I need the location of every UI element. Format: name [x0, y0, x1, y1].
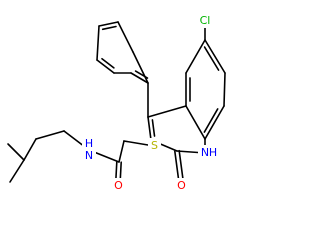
- atom-label-layer: Cl H N N H O O S: [82, 13, 218, 193]
- bond-layer: [7, 20, 226, 183]
- amide-nitrogen-label: N: [85, 149, 93, 162]
- bond-c2-o2-a: [174, 150, 180, 183]
- bond-pd-pe: [96, 25, 100, 61]
- bond-c4-c3: [147, 116, 152, 141]
- bond-c8-c4: [147, 105, 187, 118]
- amide-nitrogen-atom: H N: [82, 137, 96, 165]
- bond-c7-c8a: [204, 105, 225, 140]
- chlorine-atom: Cl: [196, 13, 214, 28]
- bond-c7-c8a-inner: [203, 108, 219, 133]
- bond-c1-c2b: [35, 130, 65, 140]
- amide-hydrogen-label: H: [85, 137, 93, 150]
- bond-co-oa-a: [115, 161, 118, 182]
- bond-c5-c6: [204, 39, 226, 74]
- bond-pe-pf: [98, 21, 119, 27]
- amide-oxygen-atom: O: [112, 178, 125, 193]
- bond-pc-pd-inner: [101, 57, 115, 69]
- bond-c3b-me1: [7, 143, 25, 161]
- bond-pc-pd: [96, 59, 115, 74]
- bond-c2b-c3b: [23, 138, 37, 161]
- amide-oxygen-label: O: [114, 179, 123, 192]
- bond-pg-pa: [132, 51, 149, 84]
- ring-oxygen-atom: O: [175, 178, 188, 193]
- ring-nitrogen-atom: N H: [198, 145, 218, 160]
- bond-ch2-co: [118, 140, 125, 163]
- bond-c6-c7: [223, 72, 226, 107]
- bond-pe-pf-inner: [101, 25, 117, 31]
- bond-c4a-c5: [185, 39, 206, 74]
- molecule-structure: Cl H N N H O O S: [7, 13, 226, 193]
- ring-hydrogen-label: H: [209, 146, 217, 159]
- bond-c3b-me2: [9, 159, 25, 183]
- bond-c4-c3-inner: [151, 119, 156, 137]
- bond-c5-c6-inner: [203, 46, 220, 71]
- sulfur-atom: S: [148, 138, 161, 153]
- bond-pa-pb: [130, 72, 149, 84]
- sulfur-label: S: [151, 139, 158, 152]
- chlorine-label: Cl: [200, 14, 211, 27]
- bond-co-oa-b: [119, 161, 122, 182]
- bond-c2-o2-b: [178, 149, 184, 182]
- ring-nitrogen-label: N: [201, 146, 209, 159]
- bond-c8a-c8: [185, 105, 206, 140]
- ring-oxygen-label: O: [177, 179, 186, 192]
- bond-pf-pg: [117, 21, 134, 53]
